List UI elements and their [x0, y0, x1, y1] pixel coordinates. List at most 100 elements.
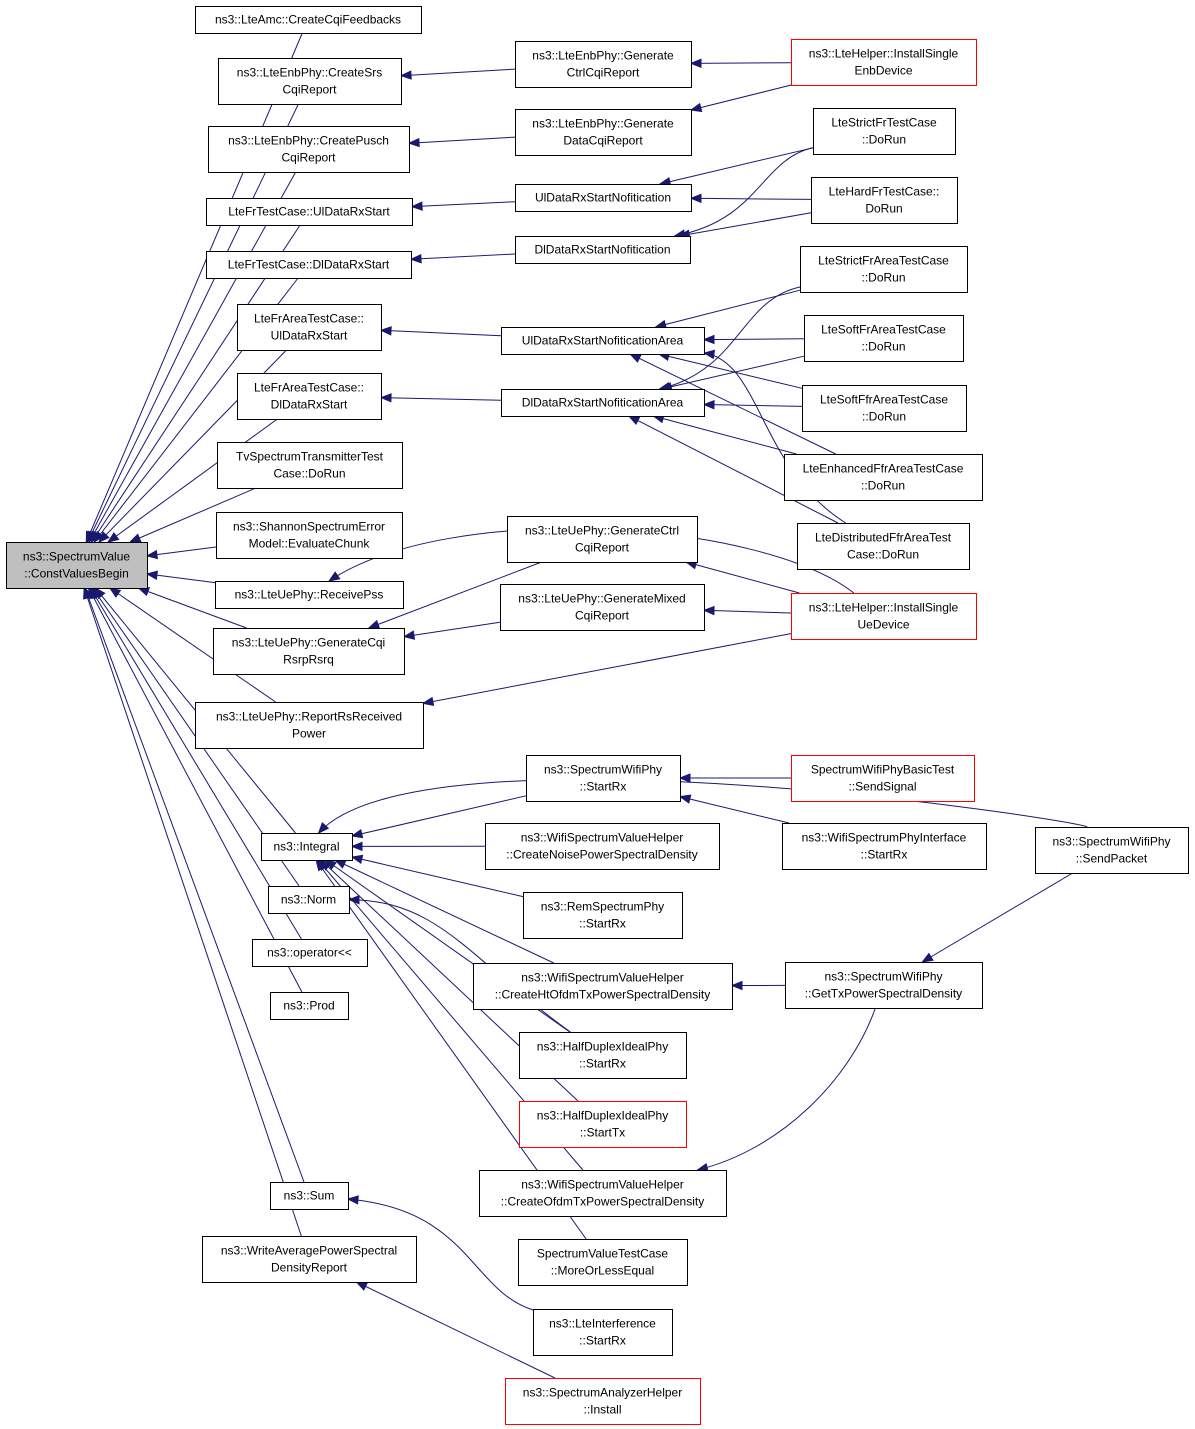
arrowhead — [346, 1195, 359, 1205]
arrowhead — [402, 630, 416, 640]
node-strictfr[interactable]: LteStrictFrTestCase::DoRun — [813, 108, 956, 155]
node-label: ns3::LteHelper::InstallSingle — [809, 601, 959, 615]
node-remstartrx[interactable]: ns3::RemSpectrumPhy::StartRx — [523, 892, 683, 939]
node-frareadl[interactable]: LteFrAreaTestCase::DlDataRxStart — [237, 373, 382, 420]
node-hdtx[interactable]: ns3::HalfDuplexIdealPhy::StartTx — [519, 1101, 687, 1148]
node-wifiht[interactable]: ns3::WifiSpectrumValueHelper::CreateHtOf… — [473, 963, 733, 1010]
node-oplsh[interactable]: ns3::operator<< — [252, 939, 368, 967]
node-label: ::GetTxPowerSpectralDensity — [805, 987, 962, 1001]
node-svtest[interactable]: SpectrumValueTestCase::MoreOrLessEqual — [518, 1239, 688, 1286]
edge-ulnotifarea-to-frareaul — [379, 326, 502, 337]
node-strictfrarea[interactable]: LteStrictFrAreaTestCase::DoRun — [800, 246, 968, 293]
node-dlnotif[interactable]: DlDataRxStartNofitication — [515, 236, 691, 264]
arrowhead — [702, 605, 715, 616]
node-label: LteDistributedFfrAreaTest — [815, 531, 952, 545]
arrowhead — [355, 1281, 369, 1291]
node-ulnotif[interactable]: UlDataRxStartNofitication — [515, 184, 692, 212]
node-integral[interactable]: ns3::Integral — [261, 833, 353, 861]
node-hardfr[interactable]: LteHardFrTestCase::DoRun — [811, 177, 958, 224]
node-norm[interactable]: ns3::Norm — [268, 886, 350, 914]
node-label: ns3::LteUePhy::GenerateMixed — [518, 592, 685, 606]
arrowhead — [689, 102, 703, 113]
node-wifisendpkt[interactable]: ns3::SpectrumWifiPhy::SendPacket — [1035, 827, 1189, 874]
node-wifigettx[interactable]: ns3::SpectrumWifiPhy::GetTxPowerSpectral… — [785, 962, 983, 1009]
node-dlnotifarea[interactable]: DlDataRxStartNofiticationArea — [501, 389, 705, 417]
node-label: ns3::SpectrumWifiPhy — [544, 763, 662, 777]
node-label: ns3::Norm — [281, 893, 336, 907]
node-label: ::DoRun — [861, 271, 905, 285]
edge-wifinoise-to-integral — [350, 841, 486, 852]
arrowhead — [921, 952, 934, 963]
node-hdrx[interactable]: ns3::HalfDuplexIdealPhy::StartRx — [519, 1032, 687, 1079]
node-frdl[interactable]: LteFrTestCase::DlDataRxStart — [206, 251, 412, 279]
node-wifinoise[interactable]: ns3::WifiSpectrumValueHelper::CreateNois… — [485, 823, 720, 870]
node-recvpss[interactable]: ns3::LteUePhy::ReceivePss — [215, 581, 404, 609]
node-label: ns3::HalfDuplexIdealPhy — [537, 1109, 668, 1123]
node-softfrarea[interactable]: LteSoftFrAreaTestCase::DoRun — [804, 315, 964, 362]
edge-softfrarea-to-ulnotifarea — [702, 334, 805, 345]
node-label: LteFrTestCase::DlDataRxStart — [228, 258, 390, 272]
node-lteintf[interactable]: ns3::LteInterference::StartRx — [533, 1309, 673, 1356]
node-label: LteEnhancedFfrAreaTestCase — [803, 462, 964, 476]
node-label: LteStrictFrTestCase — [831, 116, 937, 130]
edge-dlnotifarea-to-frareadl — [379, 393, 502, 403]
node-enhancedffr[interactable]: LteEnhancedFfrAreaTestCase::DoRun — [784, 454, 983, 501]
node-root[interactable]: ns3::SpectrumValue::ConstValuesBegin — [6, 542, 148, 589]
arrowhead — [83, 586, 93, 600]
edge-wifistartrx-to-integral — [350, 795, 527, 839]
node-label: Case::DoRun — [273, 467, 345, 481]
node-softffrarea[interactable]: LteSoftFfrAreaTestCase::DoRun — [802, 385, 967, 432]
node-wifiofdm[interactable]: ns3::WifiSpectrumValueHelper::CreateOfdm… — [479, 1170, 727, 1217]
node-writeavg[interactable]: ns3::WriteAveragePowerSpectralDensityRep… — [202, 1236, 417, 1283]
node-label: Case::DoRun — [847, 548, 919, 562]
arrowhead — [379, 393, 392, 403]
node-ulnotifarea[interactable]: UlDataRxStartNofiticationArea — [501, 327, 705, 355]
edge-enhancedffr-to-dlnotifarea — [651, 414, 797, 455]
node-wifiiface[interactable]: ns3::WifiSpectrumPhyInterface::StartRx — [782, 823, 987, 870]
node-frul[interactable]: LteFrTestCase::UlDataRxStart — [206, 198, 413, 226]
arrowhead — [410, 201, 423, 211]
node-label: ns3::SpectrumWifiPhy — [1052, 835, 1170, 849]
arrowhead — [350, 828, 364, 839]
node-label: ::StartRx — [861, 848, 908, 862]
node-shannon[interactable]: ns3::ShannonSpectrumErrorModel::Evaluate… — [216, 512, 403, 559]
node-label: TvSpectrumTransmitterTest — [236, 450, 384, 464]
node-analyzer[interactable]: ns3::SpectrumAnalyzerHelper::Install — [505, 1378, 701, 1425]
node-prod[interactable]: ns3::Prod — [270, 992, 349, 1020]
node-label: Power — [292, 727, 326, 741]
node-wifistartrx[interactable]: ns3::SpectrumWifiPhy::StartRx — [526, 755, 681, 802]
arrowhead — [421, 696, 435, 707]
node-label: RsrpRsrq — [283, 653, 334, 667]
node-label: ns3::WifiSpectrumValueHelper — [521, 971, 684, 985]
node-label: LteHardFrTestCase:: — [829, 185, 940, 199]
arrowhead — [730, 980, 743, 991]
arrowhead — [333, 859, 347, 869]
edge-hardfr-to-dlnotif — [677, 212, 812, 239]
node-label: ns3::Integral — [273, 840, 339, 854]
edge-wifigettx-to-wifiofdm — [696, 1007, 876, 1173]
node-sum[interactable]: ns3::Sum — [270, 1182, 349, 1210]
node-lteamc[interactable]: ns3::LteAmc::CreateCqiFeedbacks — [195, 6, 422, 34]
node-label: ::StartRx — [580, 780, 627, 794]
edge-analyzer-to-writeavg — [355, 1281, 556, 1379]
node-frareaul[interactable]: LteFrAreaTestCase::UlDataRxStart — [237, 304, 382, 351]
node-wifibasictest[interactable]: SpectrumWifiPhyBasicTest::SendSignal — [791, 755, 975, 802]
node-label: EnbDevice — [854, 64, 912, 78]
arrowhead — [350, 841, 363, 852]
node-label: ::StartTx — [580, 1126, 625, 1140]
node-label: ns3::LteUePhy::ReceivePss — [235, 588, 384, 602]
arrowhead — [145, 570, 158, 581]
